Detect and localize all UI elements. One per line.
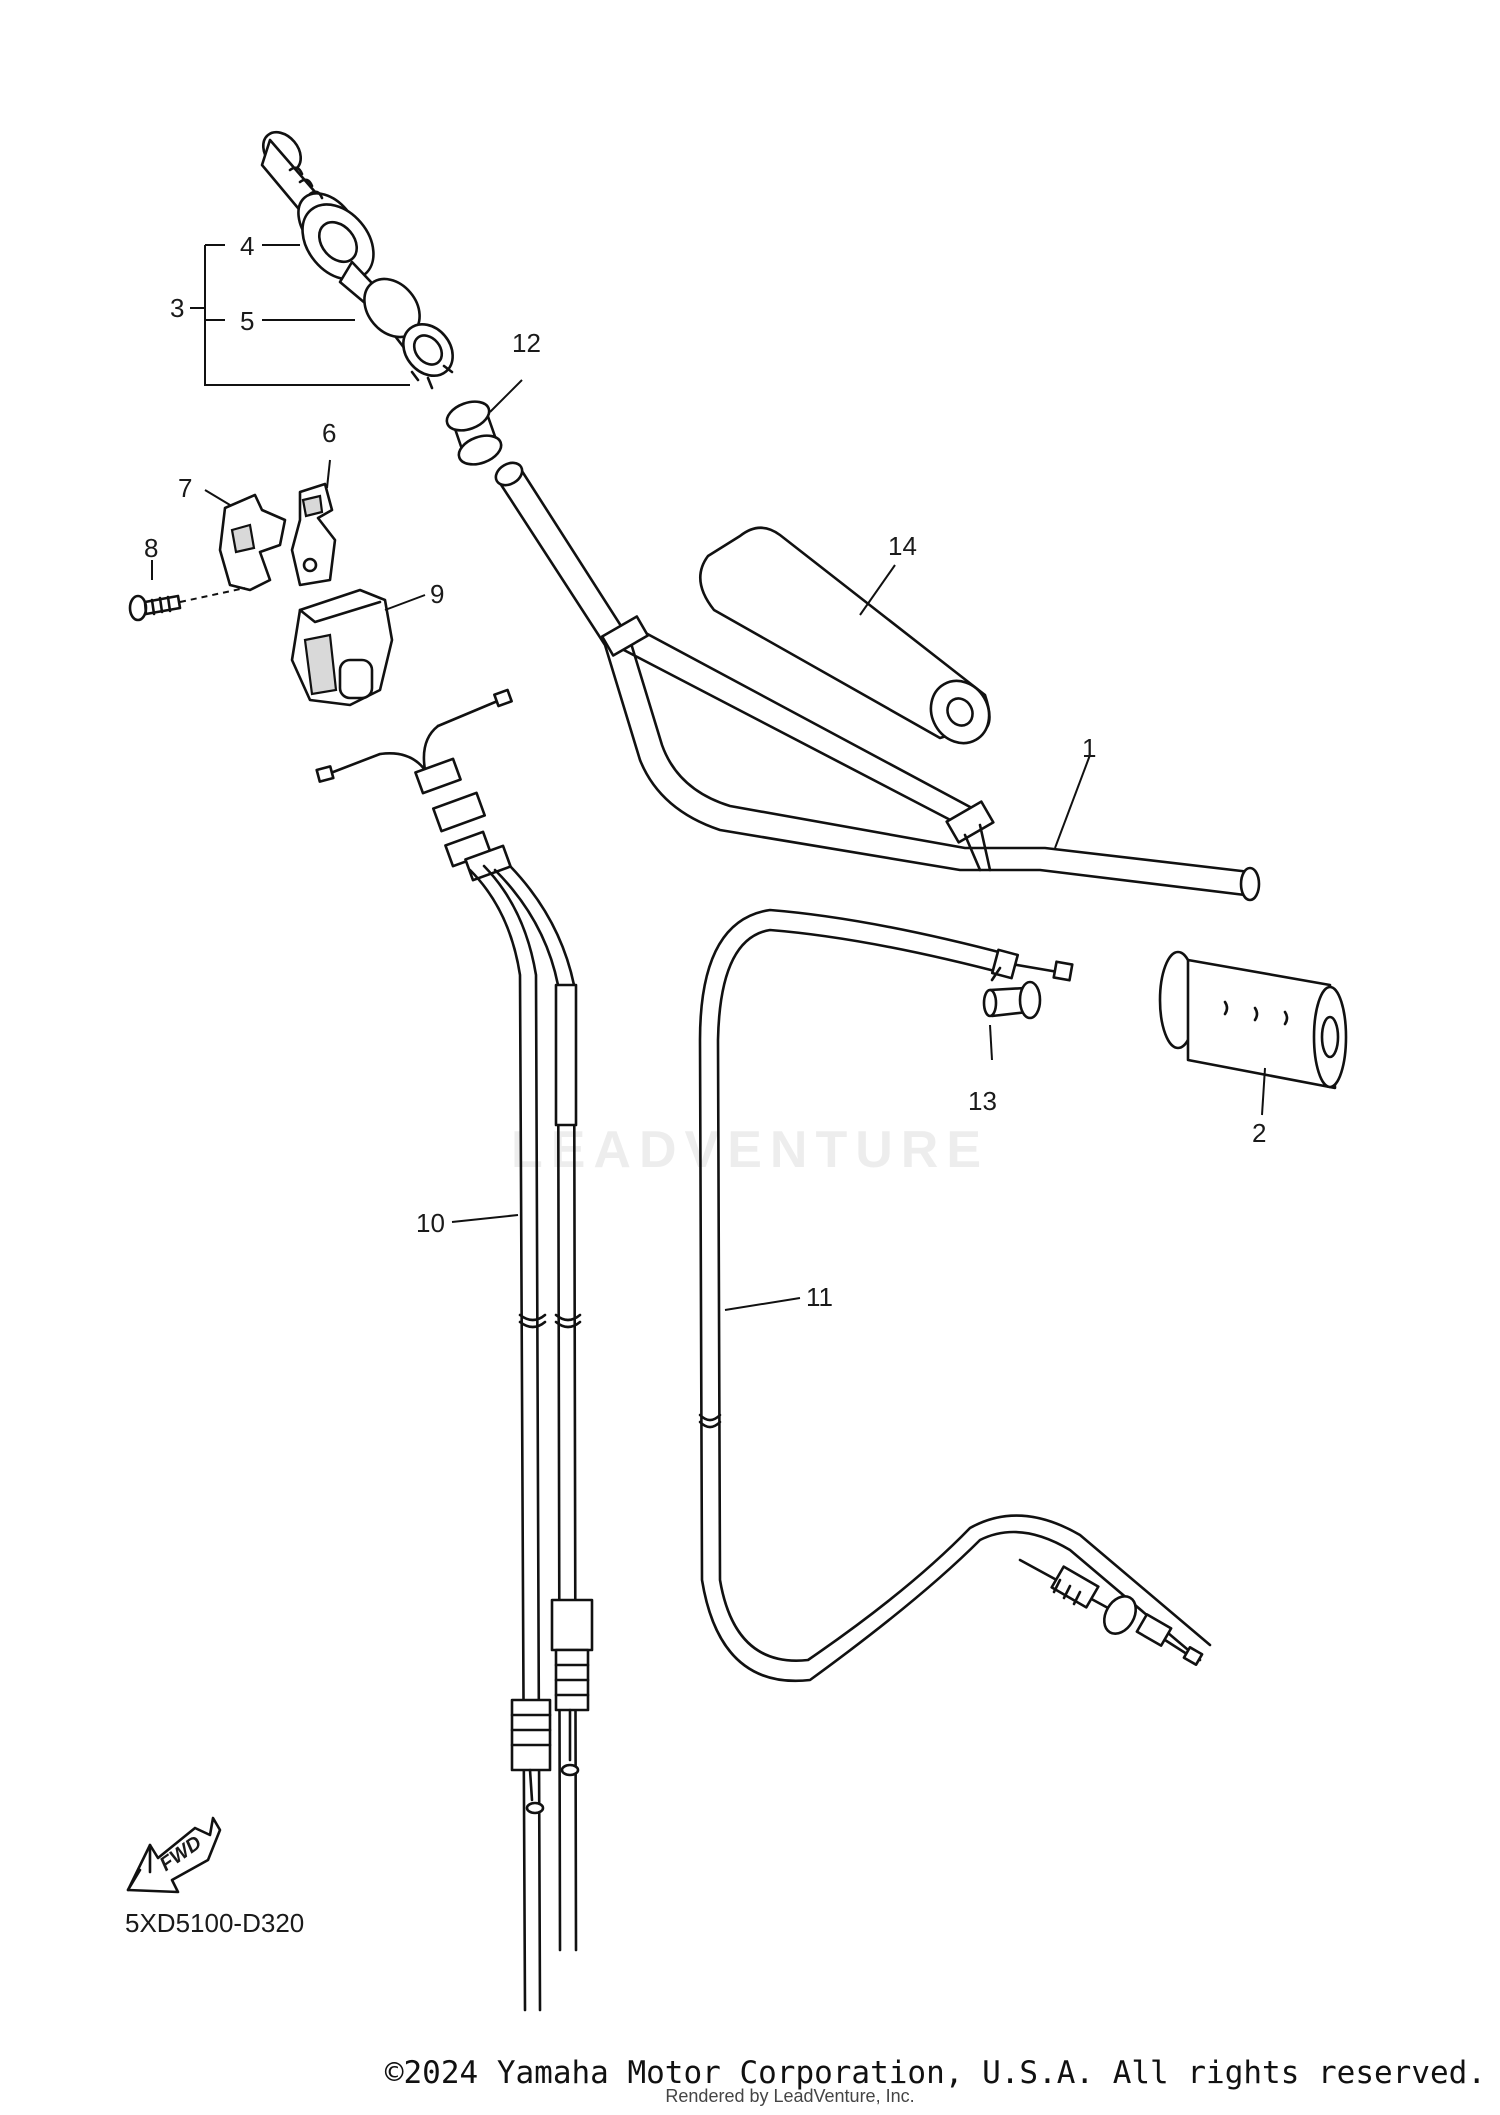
callout-1[interactable]: 1 bbox=[1082, 733, 1096, 763]
handlebar[interactable] bbox=[492, 458, 1261, 902]
rendered-by-notice: Rendered by LeadVenture, Inc. bbox=[665, 2086, 915, 2106]
callout-11[interactable]: 11 bbox=[806, 1282, 833, 1312]
callout-3[interactable]: 3 bbox=[170, 293, 184, 323]
leadventure-watermark: LEADVENTURE bbox=[510, 1121, 990, 1179]
throttle-grip-assembly[interactable] bbox=[256, 125, 463, 390]
screw[interactable] bbox=[128, 594, 182, 622]
callout-5[interactable]: 5 bbox=[240, 306, 254, 336]
callout-14[interactable]: 14 bbox=[888, 531, 917, 561]
throttle-housing-lower[interactable] bbox=[290, 482, 337, 587]
collar[interactable] bbox=[443, 396, 505, 469]
callout-9[interactable]: 9 bbox=[430, 579, 444, 609]
handlebar-pad[interactable] bbox=[699, 526, 1000, 754]
throttle-cables[interactable] bbox=[315, 688, 594, 2012]
cable-adjuster-bolt[interactable] bbox=[982, 966, 1042, 1020]
callout-8[interactable]: 8 bbox=[144, 533, 158, 563]
throttle-housing-upper[interactable] bbox=[218, 493, 287, 592]
callout-6[interactable]: 6 bbox=[322, 418, 336, 448]
callout-4[interactable]: 4 bbox=[240, 231, 254, 261]
clutch-cable[interactable] bbox=[698, 908, 1212, 1683]
callout-13[interactable]: 13 bbox=[968, 1086, 997, 1116]
diagram-code: 5XD5100-D320 bbox=[125, 1908, 305, 1938]
right-grip[interactable] bbox=[1158, 950, 1348, 1090]
callout-12[interactable]: 12 bbox=[512, 328, 541, 358]
fwd-arrow bbox=[126, 1816, 222, 1894]
callout-7[interactable]: 7 bbox=[178, 473, 192, 503]
throttle-cover[interactable] bbox=[290, 588, 394, 707]
callout-2[interactable]: 2 bbox=[1252, 1118, 1266, 1148]
copyright-notice: ©2024 Yamaha Motor Corporation, U.S.A. A… bbox=[384, 2055, 1486, 2091]
callout-10[interactable]: 10 bbox=[416, 1208, 445, 1238]
